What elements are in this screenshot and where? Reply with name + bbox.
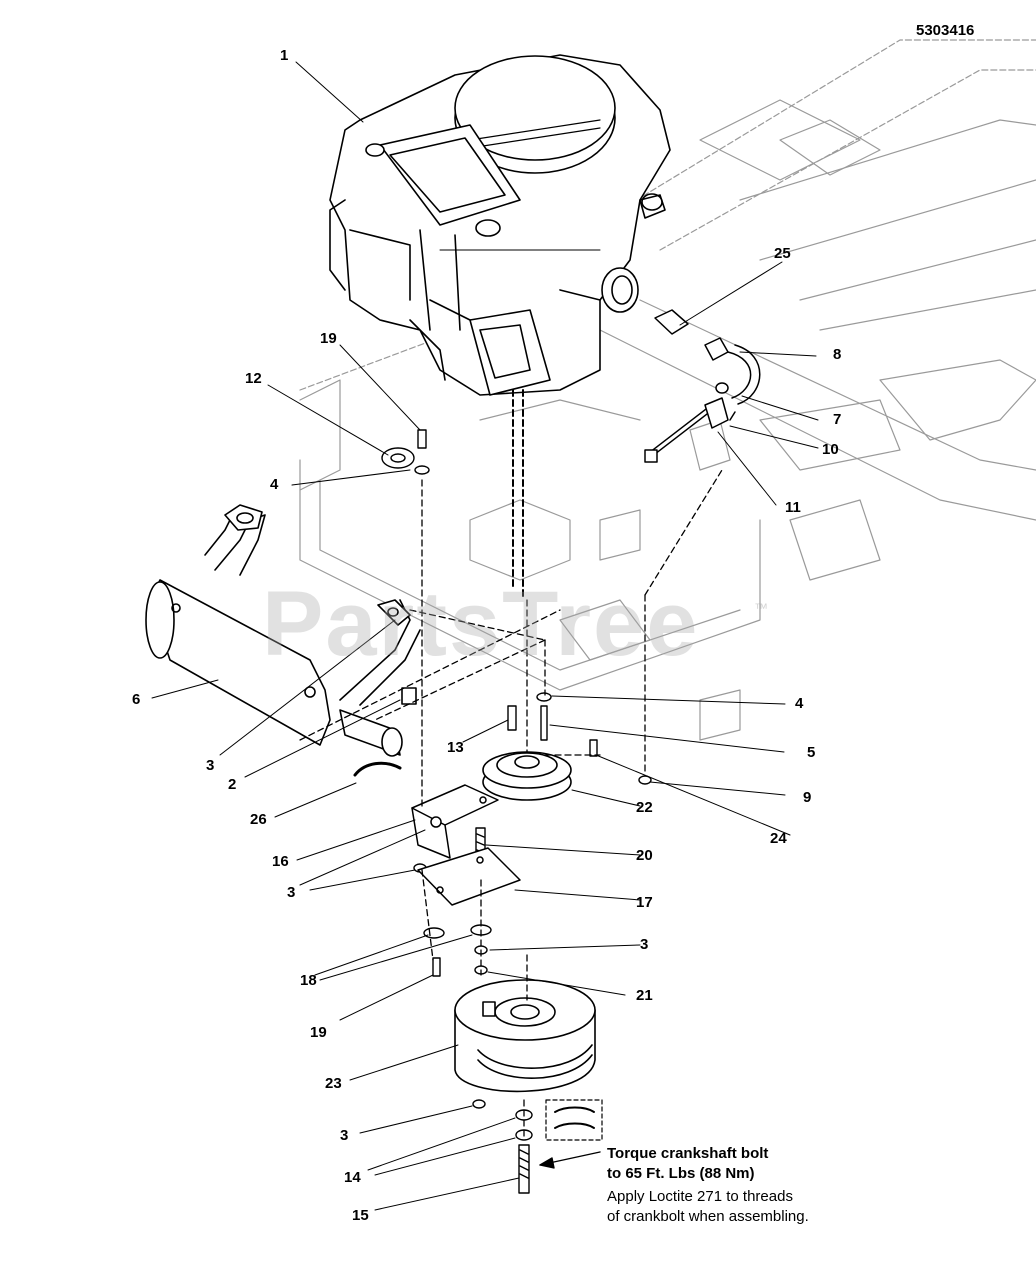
callout-24[interactable]: 24	[770, 830, 787, 847]
callout-8[interactable]: 8	[833, 346, 842, 363]
document-number: 5303416	[916, 22, 975, 39]
callout-10[interactable]: 10	[822, 441, 839, 458]
callout-3[interactable]: 3	[206, 757, 215, 774]
callout-15[interactable]: 15	[352, 1207, 369, 1224]
callout-16[interactable]: 16	[272, 853, 289, 870]
shims-box	[545, 1099, 603, 1141]
torque-note-line1: Torque crankshaft bolt	[607, 1145, 769, 1162]
callout-26[interactable]: 26	[250, 811, 267, 828]
callout-6[interactable]: 6	[132, 691, 141, 708]
callout-13[interactable]: 13	[447, 739, 464, 756]
callout-20[interactable]: 20	[636, 847, 653, 864]
callout-5[interactable]: 5	[807, 744, 816, 761]
callout-4[interactable]: 4	[270, 476, 279, 493]
callout-3-bracket[interactable]: 3	[287, 884, 296, 901]
callout-3-clutch[interactable]: 3	[340, 1127, 349, 1144]
callout-14[interactable]: 14	[344, 1169, 361, 1186]
brackets	[411, 784, 521, 906]
callout-18[interactable]: 18	[300, 972, 317, 989]
watermark-trademark: ™	[754, 600, 768, 616]
loctite-note-line2: of crankbolt when assembling.	[607, 1208, 809, 1225]
callout-22[interactable]: 22	[636, 799, 653, 816]
callout-17[interactable]: 17	[636, 894, 653, 911]
mower-frame	[299, 39, 1036, 741]
engine	[329, 54, 671, 396]
loctite-note-line1: Apply Loctite 271 to threads	[607, 1188, 793, 1205]
callout-23[interactable]: 23	[325, 1075, 342, 1092]
callout-21[interactable]: 21	[636, 987, 653, 1004]
pulley	[482, 751, 572, 801]
callout-19-lower[interactable]: 19	[310, 1024, 327, 1041]
callout-25[interactable]: 25	[774, 245, 791, 262]
callout-19[interactable]: 19	[320, 330, 337, 347]
oil-drain-assembly	[644, 309, 761, 463]
callout-12[interactable]: 12	[245, 370, 262, 387]
leader-lines	[151, 61, 819, 1211]
callout-1[interactable]: 1	[280, 47, 289, 64]
muffler	[145, 504, 421, 757]
callout-9[interactable]: 9	[803, 789, 812, 806]
callout-7[interactable]: 7	[833, 411, 842, 428]
callout-3-plate[interactable]: 3	[640, 936, 649, 953]
torque-arrow	[539, 1151, 601, 1169]
pto-clutch	[454, 979, 596, 1093]
watermark: PartsTree	[262, 573, 700, 675]
callout-4-lower[interactable]: 4	[795, 695, 804, 712]
torque-note-line2: to 65 Ft. Lbs (88 Nm)	[607, 1165, 755, 1182]
clamp-26	[353, 761, 402, 777]
callout-2[interactable]: 2	[228, 776, 237, 793]
callout-11[interactable]: 11	[785, 499, 801, 516]
assembly-lines	[299, 389, 723, 1141]
